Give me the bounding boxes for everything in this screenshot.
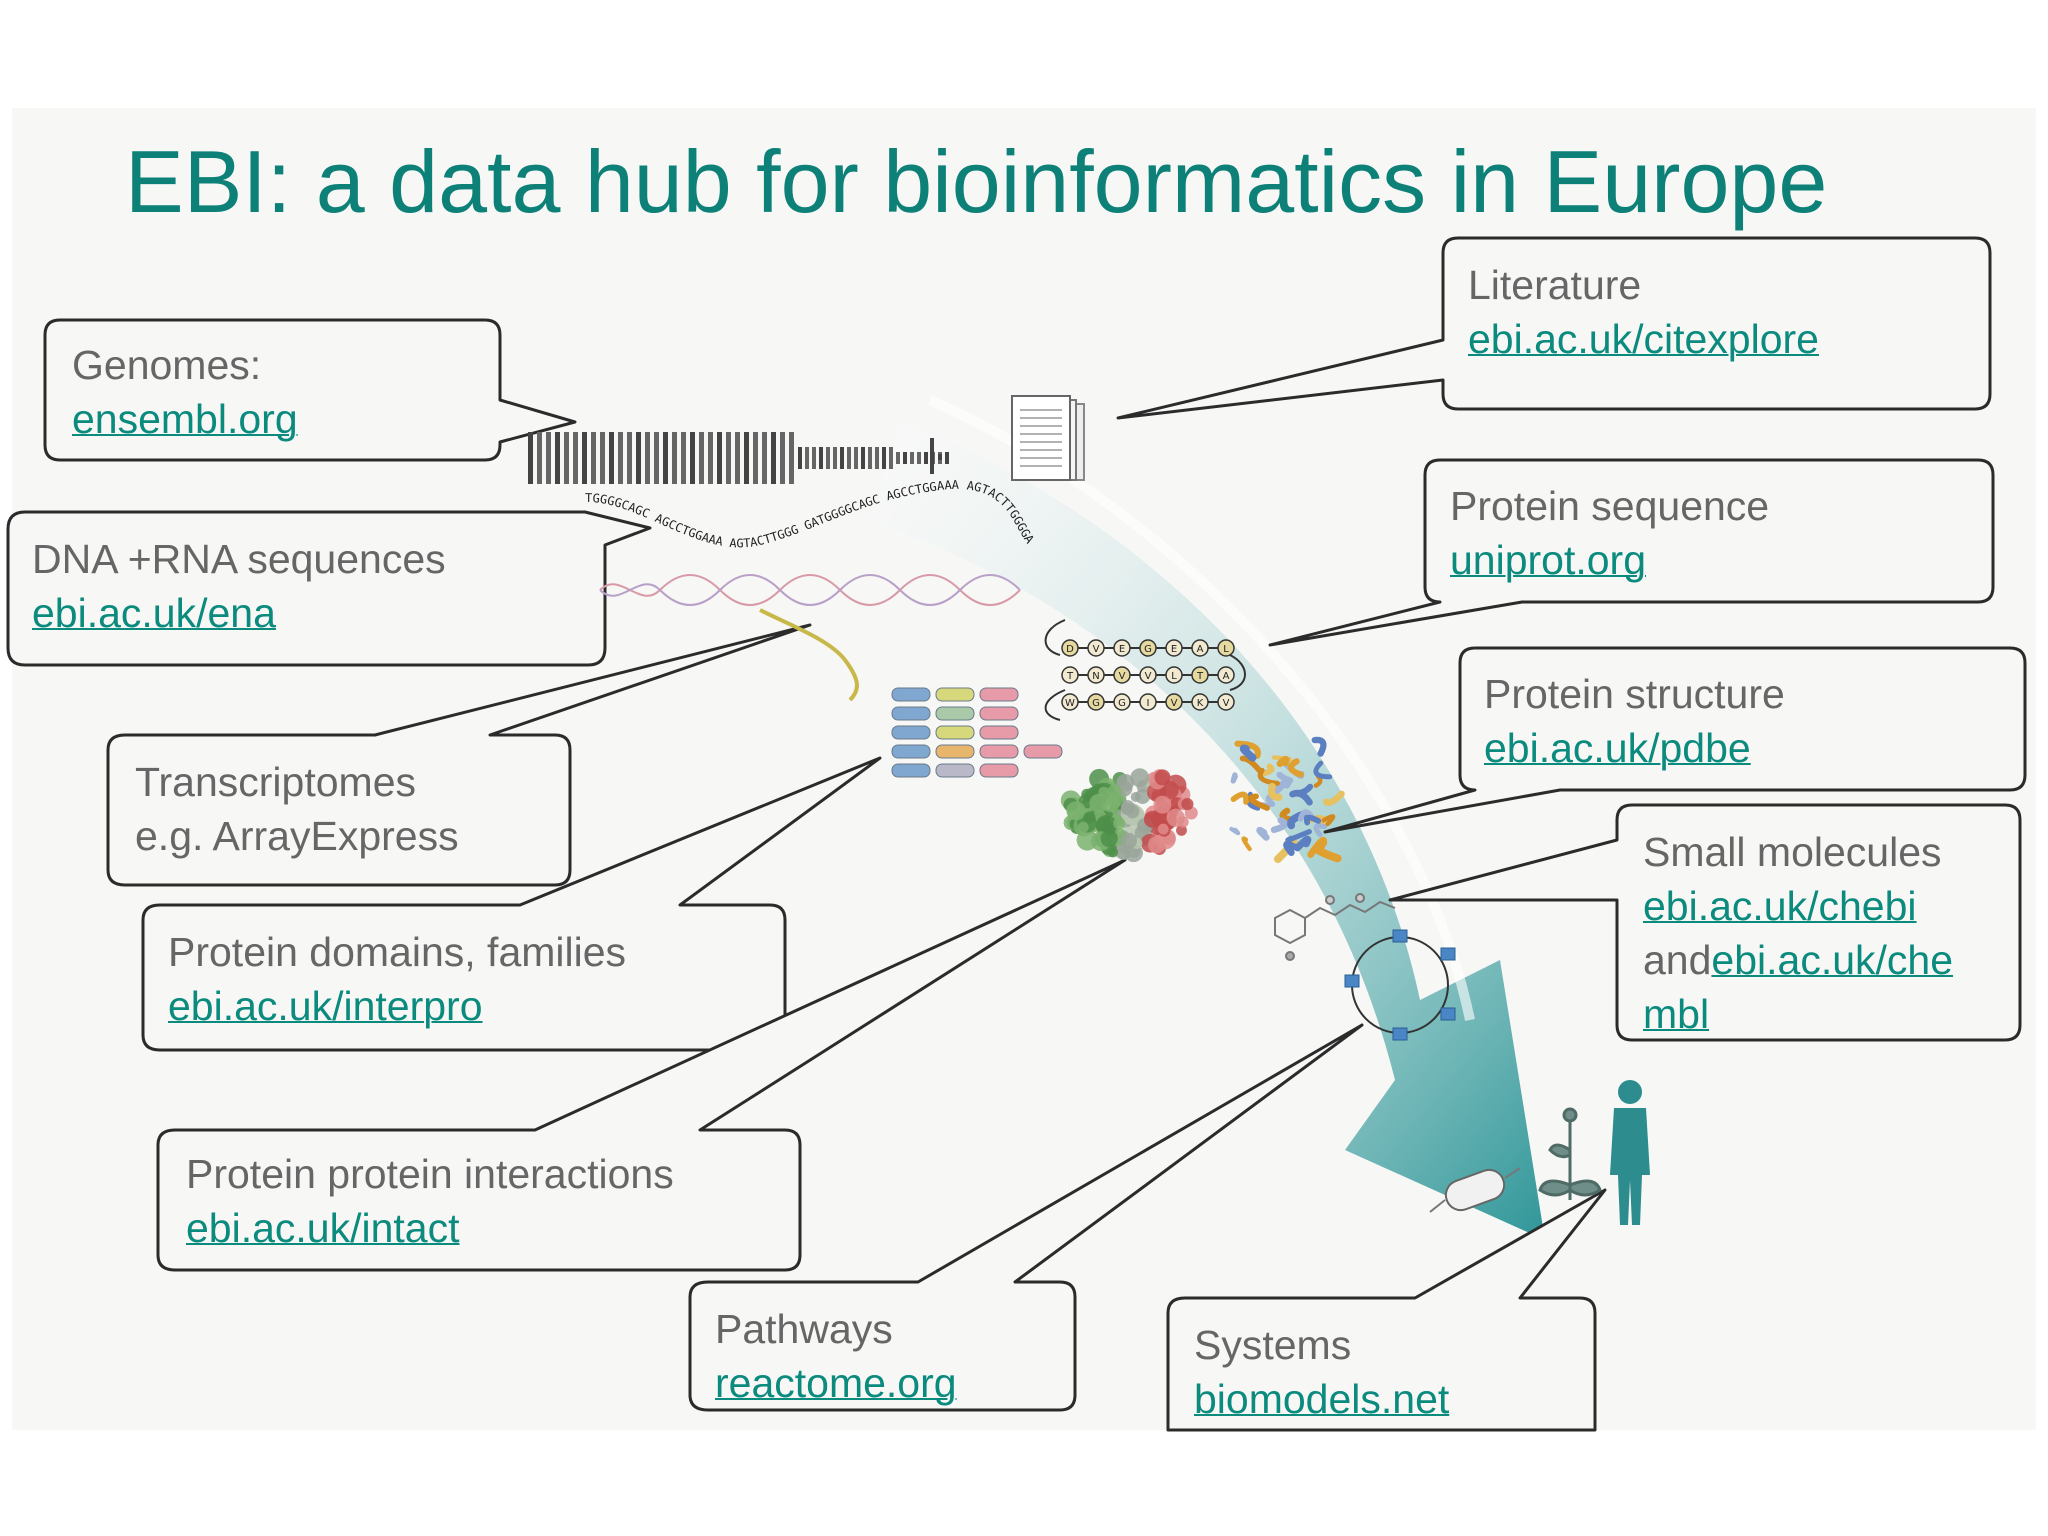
amino-acid-letter: G: [1118, 698, 1126, 709]
amino-acid-letter: D: [1066, 644, 1074, 655]
systems-callout-box: [1166, 1188, 1607, 1432]
amino-acid-letter: T: [1196, 671, 1204, 682]
protein-structure-text: Protein structure ebi.ac.uk/pdbe: [1484, 667, 1785, 775]
protein-complex-illustration: [1060, 768, 1198, 863]
amino-acid-letter: E: [1171, 644, 1177, 655]
genome-track-illustration: [528, 432, 949, 484]
small-molecules-callout-box: [1388, 803, 2022, 1042]
ena-link[interactable]: ebi.ac.uk/ena: [32, 590, 276, 637]
amino-acid-letter: V: [1171, 698, 1178, 709]
amino-acid-letter: A: [1223, 671, 1230, 682]
peptide-chain-illustration: D V E G E A L T N V V L T A W G G I V K V: [1044, 619, 1246, 721]
pathways-callout-box: [688, 1023, 1364, 1412]
small-molecule-illustration: [1274, 893, 1396, 961]
amino-acid-letter: E: [1119, 644, 1125, 655]
double-helix-illustration: [599, 574, 1021, 702]
amino-acid-letter: V: [1145, 671, 1152, 682]
chembl-line: andebi.ac.uk/che: [1643, 933, 1953, 987]
chembl-link-continued[interactable]: mbl: [1643, 991, 1710, 1038]
pathway-cycle-illustration: [1344, 929, 1456, 1041]
systems-text: Systems biomodels.net: [1194, 1318, 1449, 1426]
human-icon: [1610, 1080, 1650, 1225]
small-molecules-label: Small molecules: [1643, 829, 1942, 875]
protein-structure-callout-box: [1323, 646, 2027, 834]
literature-callout-box: [1116, 236, 1992, 420]
pdbe-link[interactable]: ebi.ac.uk/pdbe: [1484, 725, 1751, 772]
domains-label: Protein domains, families: [168, 929, 627, 975]
genomes-callout-box: [43, 318, 577, 462]
amino-acid-letter: T: [1066, 671, 1074, 682]
genomes-label: Genomes:: [72, 342, 262, 388]
pathways-label: Pathways: [715, 1306, 893, 1352]
dna-rna-label: DNA +RNA sequences: [32, 536, 446, 582]
bacterium-icon: [1429, 1167, 1521, 1213]
amino-acid-letter: A: [1197, 644, 1204, 655]
reactome-link[interactable]: reactome.org: [715, 1360, 957, 1407]
genomes-text: Genomes: ensembl.org: [72, 338, 298, 446]
pathways-text: Pathways reactome.org: [715, 1302, 957, 1410]
transcriptomes-label: Transcriptomes: [135, 759, 416, 805]
amino-acid-letter: V: [1093, 644, 1100, 655]
interpro-link[interactable]: ebi.ac.uk/interpro: [168, 983, 483, 1030]
chembl-link[interactable]: ebi.ac.uk/che: [1711, 937, 1954, 984]
biomodels-link[interactable]: biomodels.net: [1194, 1376, 1450, 1423]
chebi-link[interactable]: ebi.ac.uk/chebi: [1643, 883, 1917, 930]
document-icon: [1011, 395, 1085, 481]
systems-label: Systems: [1194, 1322, 1352, 1368]
ensembl-link[interactable]: ensembl.org: [72, 396, 298, 443]
amino-acid-letter: V: [1223, 698, 1230, 709]
uniprot-link[interactable]: uniprot.org: [1450, 537, 1647, 584]
slide-title: EBI: a data hub for bioinformatics in Eu…: [125, 132, 1828, 231]
interactions-text: Protein protein interactions ebi.ac.uk/i…: [186, 1147, 674, 1255]
plant-icon: [1538, 1107, 1602, 1200]
amino-acid-letter: W: [1065, 698, 1075, 709]
amino-acid-letter: V: [1119, 671, 1126, 682]
dna-rna-callout-box: [6, 510, 652, 667]
amino-acid-letter: K: [1197, 698, 1204, 709]
protein-structure-illustration: [1229, 736, 1345, 863]
and-text: and: [1643, 937, 1712, 984]
amino-acid-letter: N: [1092, 671, 1099, 682]
protein-sequence-callout-box: [1268, 458, 1995, 647]
intact-link[interactable]: ebi.ac.uk/intact: [186, 1205, 460, 1252]
transcriptomes-callout-box: [106, 623, 812, 887]
amino-acid-letter: G: [1092, 698, 1100, 709]
amino-acid-letter: L: [1223, 644, 1229, 655]
domain-blocks-illustration: [891, 687, 1063, 778]
protein-sequence-text: Protein sequence uniprot.org: [1450, 479, 1769, 587]
transcriptomes-text: Transcriptomes e.g. ArrayExpress: [135, 755, 459, 863]
amino-acid-letter: I: [1147, 698, 1150, 709]
dna-rna-text: DNA +RNA sequences ebi.ac.uk/ena: [32, 532, 446, 640]
transcriptomes-example: e.g. ArrayExpress: [135, 813, 459, 860]
literature-label: Literature: [1468, 262, 1642, 308]
citexplore-link[interactable]: ebi.ac.uk/citexplore: [1468, 316, 1819, 363]
protein-sequence-label: Protein sequence: [1450, 483, 1770, 529]
protein-structure-label: Protein structure: [1484, 671, 1785, 717]
domains-text: Protein domains, families ebi.ac.uk/inte…: [168, 925, 626, 1033]
interactions-callout-box: [156, 858, 1127, 1272]
literature-text: Literature ebi.ac.uk/citexplore: [1468, 258, 1819, 366]
amino-acid-letter: L: [1171, 671, 1177, 682]
small-molecules-text: Small molecules ebi.ac.uk/chebi andebi.a…: [1643, 825, 1953, 1041]
amino-acid-letter: G: [1144, 644, 1152, 655]
interactions-label: Protein protein interactions: [186, 1151, 674, 1197]
